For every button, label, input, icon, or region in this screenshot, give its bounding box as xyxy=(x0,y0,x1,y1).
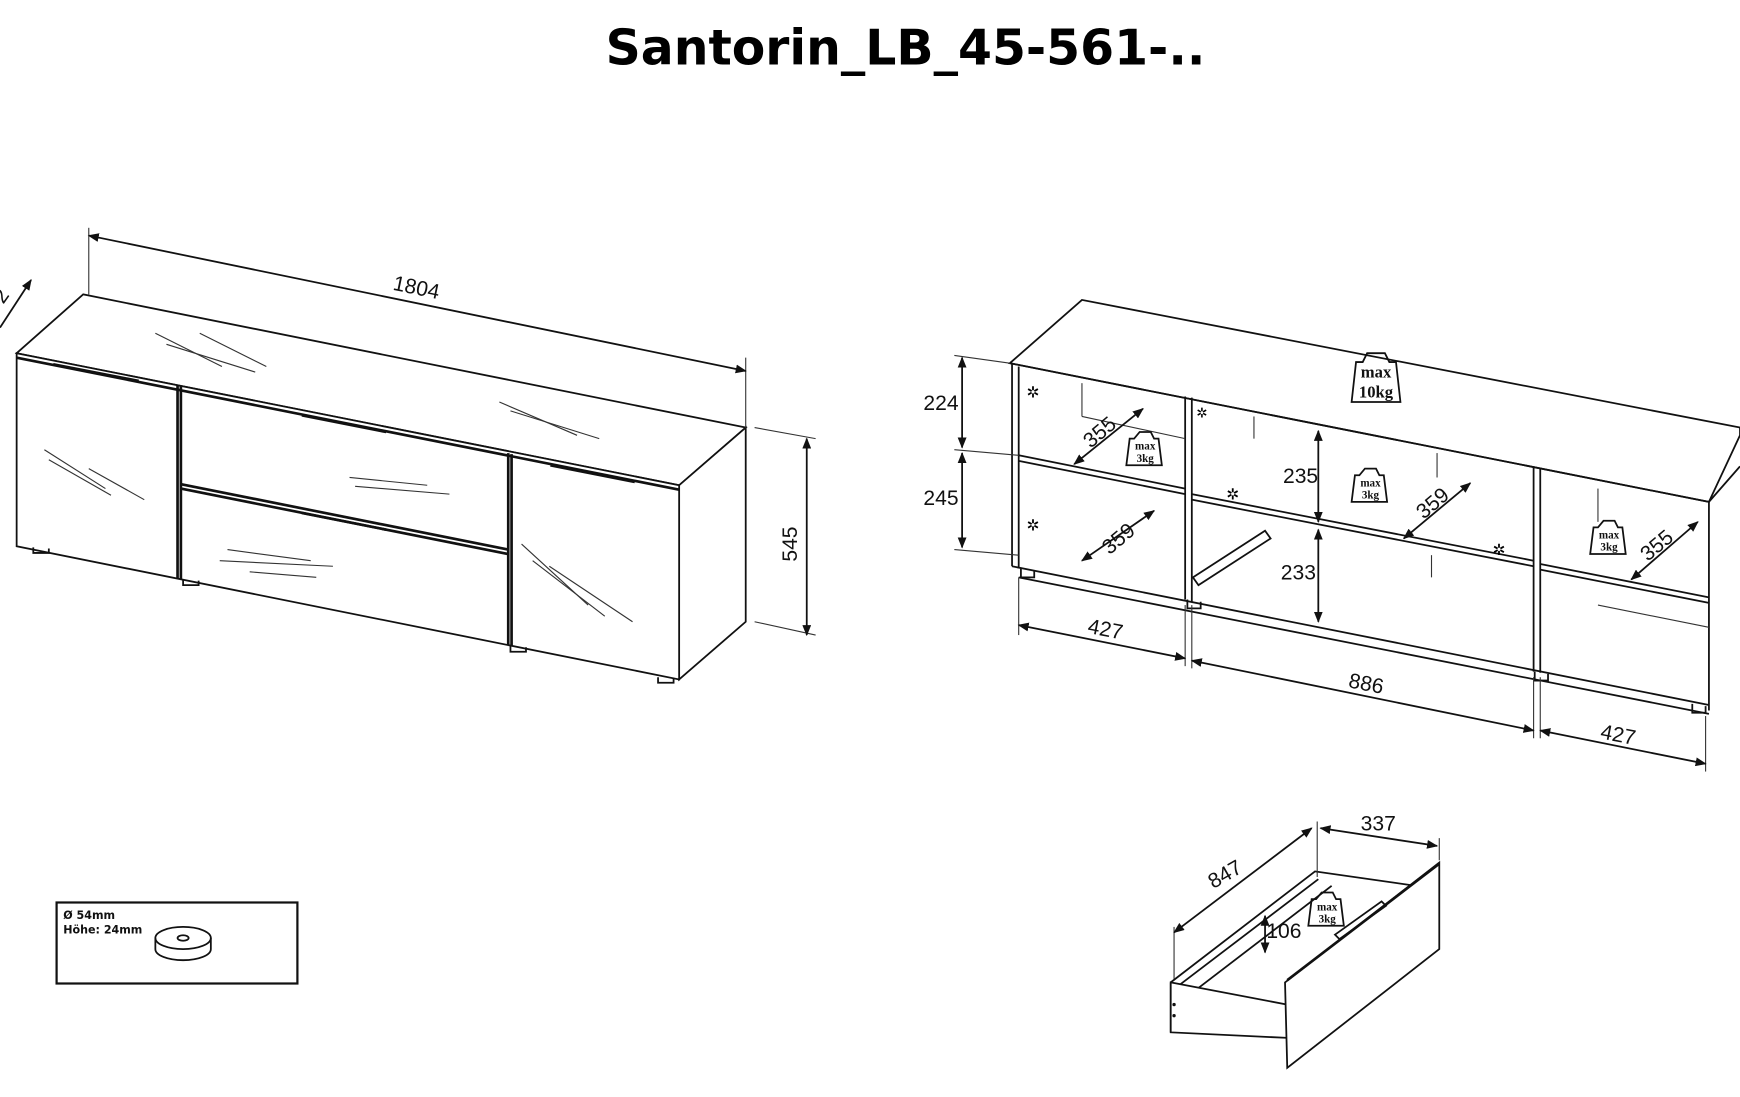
width-dimension xyxy=(87,233,747,374)
foot-diameter: Ø 54mm xyxy=(63,909,115,922)
drawing-title: Santorin_LB_45-561-.. xyxy=(606,20,1206,77)
foot-height: Höhe: 24mm xyxy=(63,924,142,937)
weight-icon-3kg: max 3kg xyxy=(1589,519,1627,555)
dim-886: 886 xyxy=(1347,670,1386,699)
hinge-icon: ✲ xyxy=(1226,487,1239,504)
weight-icon-3kg: max 3kg xyxy=(1350,467,1389,503)
svg-text:3kg: 3kg xyxy=(1600,542,1618,554)
handle xyxy=(550,463,636,484)
dim-224: 224 xyxy=(923,392,958,415)
handle xyxy=(301,511,387,531)
handle xyxy=(301,414,387,434)
front-view-cabinet: 1804 545 2 xyxy=(0,227,816,684)
dim-245: 245 xyxy=(923,487,958,510)
foot xyxy=(182,579,200,587)
shelf xyxy=(1540,563,1710,599)
interior-view-cabinet: ✲ ✲ ✲ ✲ ✲ max 10kg max 3kg max 3kg max 3… xyxy=(923,298,1740,772)
hinge-icon: ✲ xyxy=(1493,542,1506,559)
drawer-view: 847 337 106 max 3kg xyxy=(1169,812,1441,1070)
height-label: 545 xyxy=(779,526,802,561)
depth-label-partial: 2 xyxy=(0,285,14,308)
svg-text:10kg: 10kg xyxy=(1359,383,1394,402)
drawer-side xyxy=(1169,981,1289,1039)
drawer-slide xyxy=(1191,529,1272,587)
foot xyxy=(509,646,527,653)
weight-icon-10kg: max 10kg xyxy=(1350,352,1402,403)
svg-text:max: max xyxy=(1317,901,1338,913)
drawer-width-label: 337 xyxy=(1361,812,1396,835)
foot xyxy=(657,677,675,684)
dim-233: 233 xyxy=(1281,562,1316,585)
svg-text:3kg: 3kg xyxy=(1319,913,1337,925)
svg-text:3kg: 3kg xyxy=(1137,453,1155,465)
svg-text:max: max xyxy=(1135,441,1156,453)
svg-text:max: max xyxy=(1361,363,1392,382)
hinge-icon: ✲ xyxy=(1196,406,1207,421)
dim-355-right: 355 xyxy=(1636,526,1678,566)
shelf xyxy=(1191,493,1534,562)
svg-text:max: max xyxy=(1599,530,1620,542)
drawer-height-label: 106 xyxy=(1266,920,1301,943)
foot xyxy=(32,547,50,554)
hinge-icon: ✲ xyxy=(1026,385,1039,402)
svg-text:3kg: 3kg xyxy=(1362,490,1380,502)
depth-dimension xyxy=(0,279,32,329)
hinge-icon: ✲ xyxy=(1026,518,1039,535)
foot-pad-icon xyxy=(154,926,212,962)
shelf xyxy=(1018,454,1186,490)
foot xyxy=(1020,568,1036,579)
dim-355-left: 355 xyxy=(1079,412,1121,452)
weight-icon-3kg: max 3kg xyxy=(1125,431,1163,467)
weight-icon-3kg: max 3kg xyxy=(1307,891,1345,927)
dim-427-right: 427 xyxy=(1599,721,1638,750)
foot-info-box: Ø 54mm Höhe: 24mm xyxy=(55,901,299,985)
dim-359-center: 359 xyxy=(1412,483,1454,523)
drawer-handle xyxy=(1333,900,1388,941)
dim-235: 235 xyxy=(1283,465,1318,488)
drawer-divider xyxy=(180,482,509,551)
drawer-length-label: 847 xyxy=(1204,856,1246,894)
svg-text:max: max xyxy=(1360,477,1381,489)
